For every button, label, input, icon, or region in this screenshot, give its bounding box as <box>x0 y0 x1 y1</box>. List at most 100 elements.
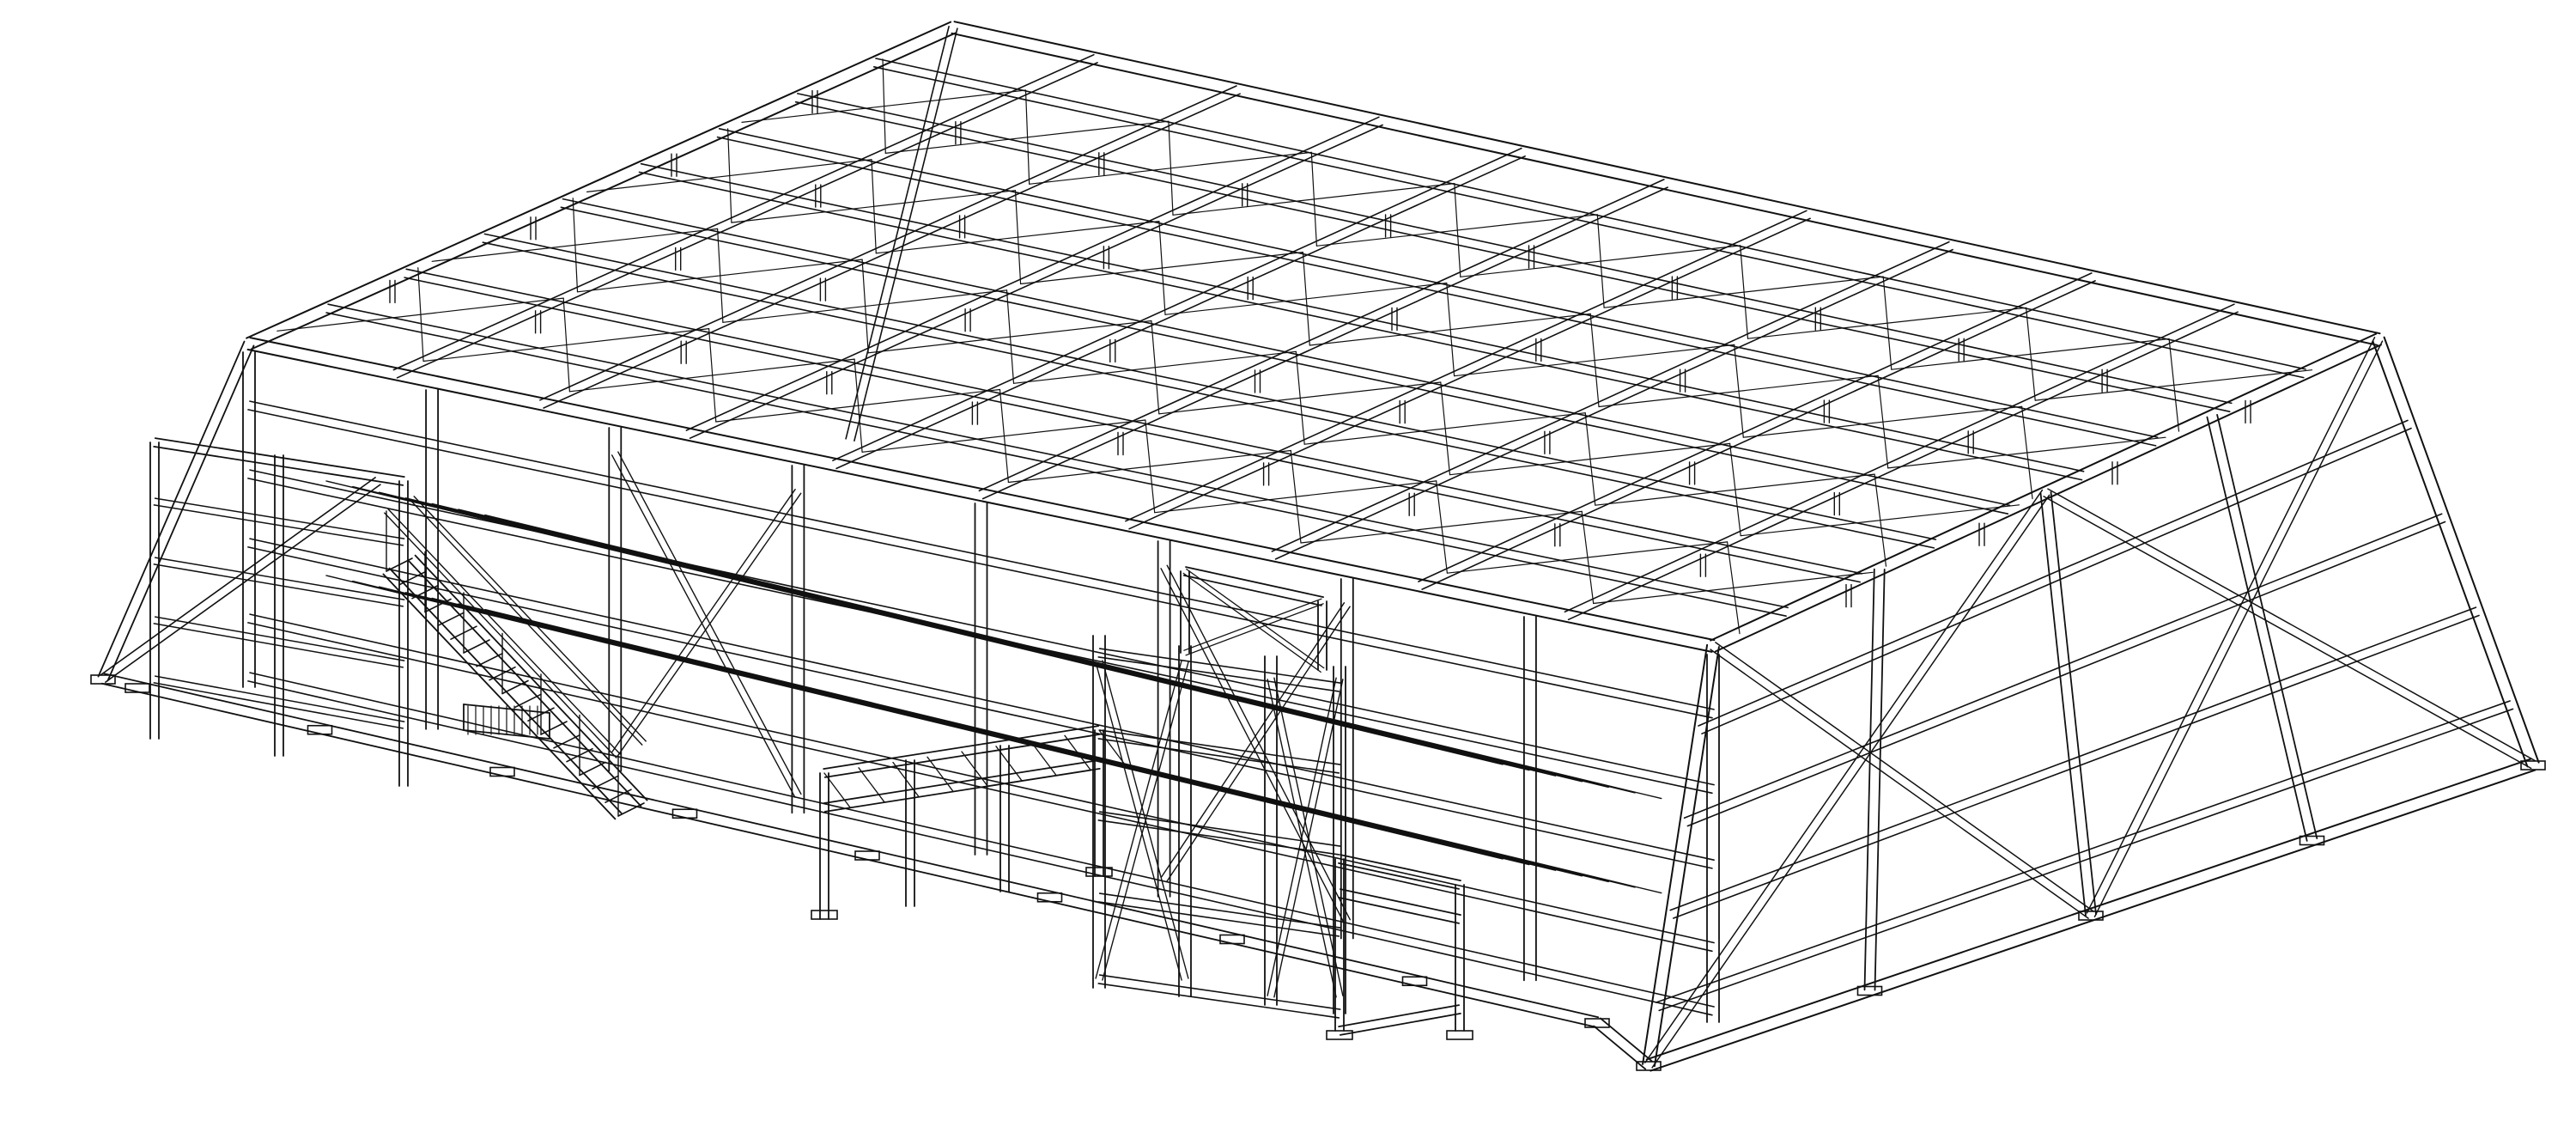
right-end-wall-frame <box>1642 336 2540 1072</box>
base-plate <box>1584 1018 1610 1028</box>
mezzanine-joist <box>484 514 1662 800</box>
tower-beam <box>1097 901 1340 937</box>
stair-handrail <box>410 499 643 746</box>
roof-front-eave-beam <box>246 348 1713 653</box>
base-plate <box>1636 1061 1662 1071</box>
base-plate <box>307 724 333 735</box>
platform-rail <box>153 623 404 668</box>
roof-rafter <box>1271 241 1950 552</box>
right-wall-rail <box>1686 521 2446 827</box>
front-annex-platform <box>811 725 1126 920</box>
stair-tread <box>398 570 426 586</box>
roof-rafter <box>1418 272 2093 582</box>
roof-purlin <box>404 277 1861 583</box>
mezzanine-joist <box>458 603 1636 888</box>
annex-deck-joist <box>927 756 954 792</box>
stair-stringer <box>382 573 617 820</box>
mezzanine-joist <box>378 586 1557 871</box>
base-plate <box>2299 835 2325 846</box>
base-plate <box>1219 934 1245 945</box>
stair-tread <box>501 679 529 695</box>
base-plate <box>489 766 515 777</box>
right-wall-x-brace <box>1710 649 2089 919</box>
roof-purlin <box>716 136 2157 447</box>
tower-beam <box>1097 983 1340 1019</box>
roof-purlin <box>872 66 2305 379</box>
base-plate <box>811 910 838 920</box>
base-plate <box>671 808 698 819</box>
stair-tread <box>437 612 465 627</box>
tower-beam <box>1097 738 1340 774</box>
base-plate <box>1446 1030 1473 1040</box>
platform-rail <box>153 504 404 546</box>
annex-deck-joist <box>1098 729 1126 765</box>
tower-top-beam <box>1183 575 1322 606</box>
right-wall-rail <box>1673 614 2480 919</box>
annex-deck-joist <box>995 746 1023 782</box>
mezzanine-joist <box>458 509 1636 794</box>
left-end-slope-beam <box>97 340 246 678</box>
roof-purlin <box>794 100 2231 413</box>
roof-rafter <box>685 116 1380 431</box>
platform-rail <box>153 563 404 607</box>
mezzanine-joist <box>404 497 1583 783</box>
base-plate <box>125 683 150 693</box>
center-tower-structure <box>1092 566 1346 1019</box>
annex-deck-joist <box>1064 734 1091 770</box>
base-plate <box>854 850 880 861</box>
base-plate <box>1036 892 1063 903</box>
annex-base <box>1340 1013 1461 1036</box>
front-wall-x-brace <box>611 454 796 798</box>
annex-beam <box>823 734 1101 778</box>
annex-deck-joist <box>892 761 920 798</box>
base-plate <box>2520 760 2546 770</box>
front-wall-girt <box>247 680 1713 1016</box>
roof-purlin <box>325 312 1787 618</box>
right-wall-slope-member <box>1863 568 1875 991</box>
mezzanine-joist <box>431 597 1609 883</box>
front-base-beam <box>100 682 1597 1028</box>
roof-purlin <box>638 171 2083 481</box>
roof-frame <box>246 21 2382 653</box>
roof-rafter <box>1125 210 1807 522</box>
front-right-annex <box>1326 854 1473 1040</box>
mezzanine-joist <box>325 575 1504 860</box>
mezzanine-joist <box>404 592 1583 877</box>
stair-tread <box>579 761 606 777</box>
interior-mezzanine <box>325 480 1662 894</box>
stair-tread <box>540 721 568 735</box>
annex-deck-joist <box>858 767 885 803</box>
roof-rafter <box>978 179 1665 492</box>
annex-beam <box>823 768 1101 813</box>
left-base-beam <box>105 484 381 683</box>
right-wall-slope-member <box>2039 492 2087 917</box>
annex-deck-joist <box>961 751 988 787</box>
roof-rafter <box>832 147 1522 462</box>
stair-tread <box>424 598 452 613</box>
front-wall-x-brace <box>1160 568 1345 924</box>
annex-beam <box>1338 862 1460 890</box>
mezzanine-joist <box>484 608 1662 894</box>
stair-tread <box>592 775 619 790</box>
stair-stringer <box>408 560 642 807</box>
mezzanine-joist <box>431 502 1609 789</box>
stair-tread <box>386 557 413 572</box>
right-wall-slope-member <box>2206 416 2308 842</box>
roof-purlin <box>482 241 1935 549</box>
stair-tread <box>617 802 645 817</box>
roof-rafter <box>539 85 1237 401</box>
base-plate <box>1326 1030 1353 1040</box>
right-wall-rail <box>1658 708 2514 1012</box>
stair-tread <box>476 652 503 667</box>
front-wall-girt <box>247 546 1713 869</box>
annex-deck-joist <box>1030 740 1057 777</box>
tower-beam <box>1097 819 1340 856</box>
mezzanine-joist <box>378 491 1557 777</box>
right-wall-rail <box>1701 427 2412 735</box>
base-plate <box>1856 985 1883 996</box>
roof-purlin <box>560 206 2009 515</box>
roof-right-edge-beam <box>1710 332 2378 642</box>
stair-handrail <box>384 512 617 758</box>
